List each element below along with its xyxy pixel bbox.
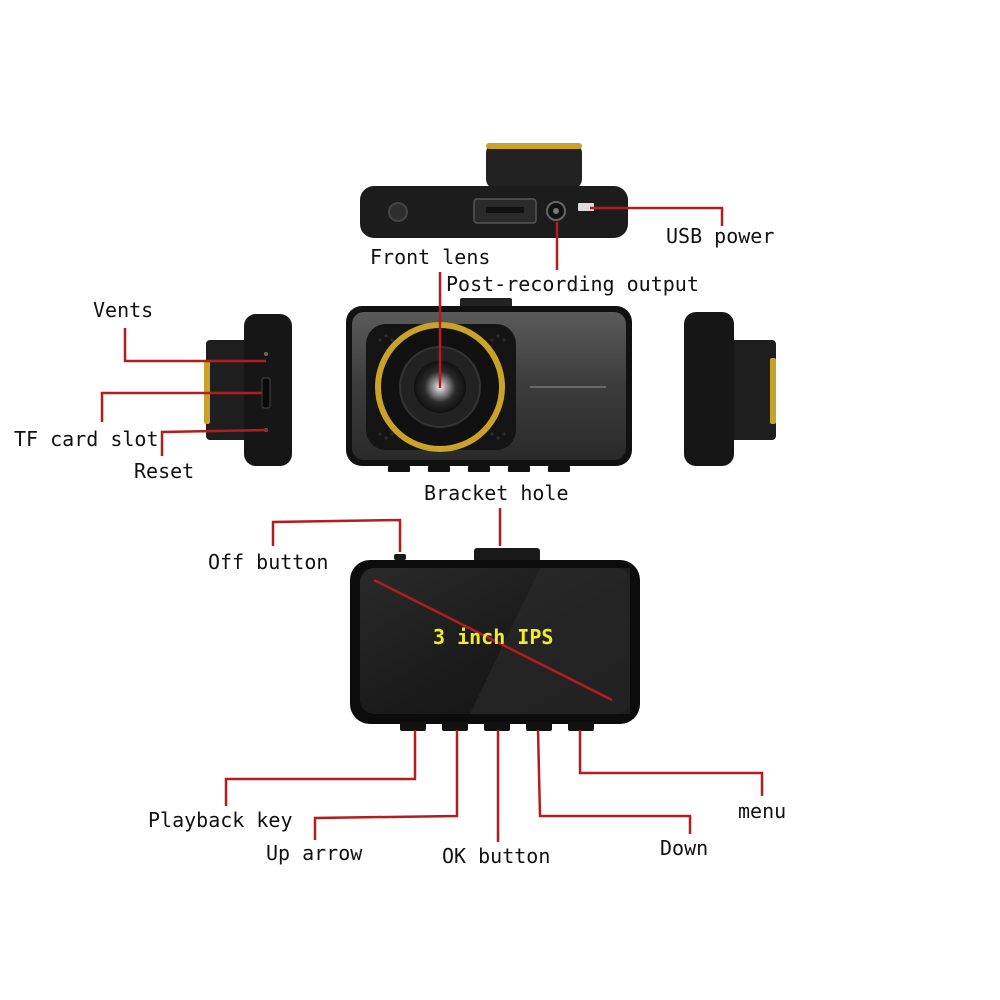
back-view [350,548,640,731]
front-speaker-grills [378,334,506,440]
label-usb-power: USB power [666,224,775,248]
leader-down [536,729,692,834]
top-view-card-slot [486,207,524,213]
label-tf-card-slot: TF card slot [14,427,159,451]
label-up-arrow: Up arrow [266,841,363,865]
leader-up-arrow [313,730,459,840]
label-post-recording-output: Post-recording output [446,272,699,296]
leader-menu [578,730,764,796]
label-vents: Vents [93,298,154,322]
label-down: Down [660,836,709,860]
bracket-hole-mount [474,548,540,562]
label-ok-button: OK button [442,844,551,868]
leader-usb-power [590,206,724,226]
tf-card-slot [261,377,271,409]
label-off-button: Off button [208,550,329,574]
off-button-nub [394,554,406,560]
leader-lines [100,206,764,842]
right-side-view [684,312,776,466]
leader-tf-card [100,391,262,422]
left-side-view [204,314,292,466]
top-view-lens-barrel [486,143,582,189]
leader-playback [224,730,417,806]
right-lens-ring [770,358,776,424]
label-bracket-hole: Bracket hole [424,481,569,505]
label-3-inch-ips: 3 inch IPS [433,625,554,649]
top-view-lens-ring [486,143,582,149]
leader-reset [160,428,269,456]
bottom-buttons [400,722,594,731]
top-view [360,143,628,238]
screen-glare [470,568,630,714]
leader-off-button [271,518,402,552]
label-playback-key: Playback key [148,808,293,832]
label-front-lens: Front lens [370,245,491,269]
right-body [684,312,734,466]
label-reset: Reset [134,459,195,483]
label-menu: menu [738,799,787,823]
left-lens-barrel [206,340,252,440]
right-lens-barrel [730,340,776,440]
front-view [346,298,632,472]
screen-strike-line [373,578,613,702]
leader-vents [123,328,266,363]
top-view-round-button [388,202,408,222]
